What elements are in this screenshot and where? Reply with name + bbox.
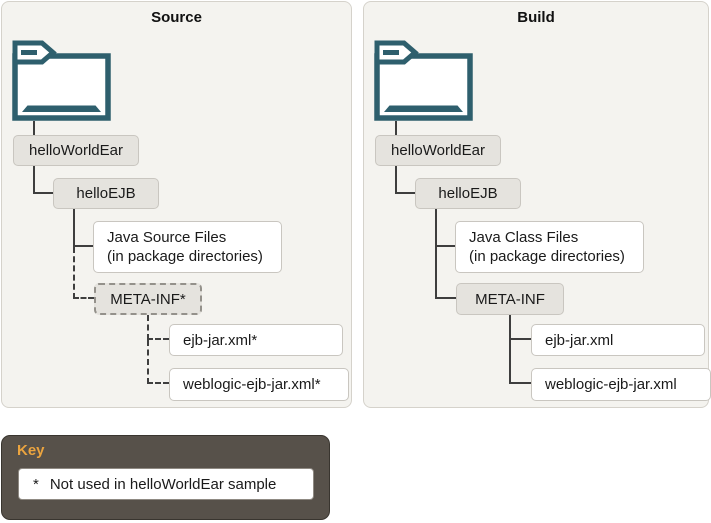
node-java-files: Java Source Files (in package directorie… [93, 221, 282, 273]
connector-root-module [395, 166, 416, 194]
key-panel: Key * Not used in helloWorldEar sample [1, 435, 330, 520]
node-label: META-INF* [110, 290, 186, 308]
node-meta-inf: META-INF [456, 283, 564, 315]
node-helloworldear: helloWorldEar [375, 135, 501, 166]
connector-module-files [73, 209, 93, 247]
folder-icon [374, 40, 473, 121]
connector-metainf-ejbjar [509, 315, 531, 340]
connector-metainf-weblogic [147, 340, 169, 384]
source-panel-title: Source [151, 9, 202, 26]
node-java-files: Java Class Files (in package directories… [455, 221, 644, 273]
node-label: weblogic-ejb-jar.xml [545, 376, 677, 393]
node-meta-inf: META-INF* [94, 283, 202, 315]
node-ejb-jar: ejb-jar.xml [531, 324, 705, 356]
node-label: helloWorldEar [29, 142, 123, 159]
connector-folder-root [33, 121, 35, 136]
connector-module-files [435, 209, 455, 247]
node-label: weblogic-ejb-jar.xml* [183, 376, 321, 393]
connector-module-metainf [435, 247, 456, 299]
node-label: helloEJB [76, 185, 136, 202]
connector-module-metainf [73, 247, 94, 299]
key-title: Key [17, 442, 45, 459]
node-weblogic-ejb-jar: weblogic-ejb-jar.xml* [169, 368, 349, 401]
node-label: helloWorldEar [391, 142, 485, 159]
build-panel: Build helloWorldEar helloEJB Java Class … [363, 1, 711, 408]
build-panel-title: Build [517, 9, 555, 26]
node-label: Java Class Files (in package directories… [469, 229, 625, 265]
node-ejb-jar: ejb-jar.xml* [169, 324, 343, 356]
node-helloejb: helloEJB [415, 178, 521, 209]
asterisk-symbol: * [33, 475, 39, 493]
folder-icon [12, 40, 111, 121]
source-panel: Source helloWorldEar helloEJB Java Sourc… [1, 1, 352, 408]
connector-root-module [33, 166, 54, 194]
node-label: ejb-jar.xml [545, 331, 614, 349]
node-label: ejb-jar.xml* [183, 331, 258, 349]
node-label: Java Source Files (in package directorie… [107, 229, 263, 265]
node-helloworldear: helloWorldEar [13, 135, 139, 166]
key-note-text: Not used in helloWorldEar sample [49, 475, 277, 493]
connector-folder-root [395, 121, 397, 136]
node-helloejb: helloEJB [53, 178, 159, 209]
node-weblogic-ejb-jar: weblogic-ejb-jar.xml [531, 368, 711, 401]
key-note-box: * Not used in helloWorldEar sample [18, 468, 314, 500]
node-label: helloEJB [438, 185, 498, 202]
connector-metainf-weblogic [509, 340, 531, 384]
connector-metainf-ejbjar [147, 315, 169, 340]
node-label: META-INF [475, 290, 545, 308]
